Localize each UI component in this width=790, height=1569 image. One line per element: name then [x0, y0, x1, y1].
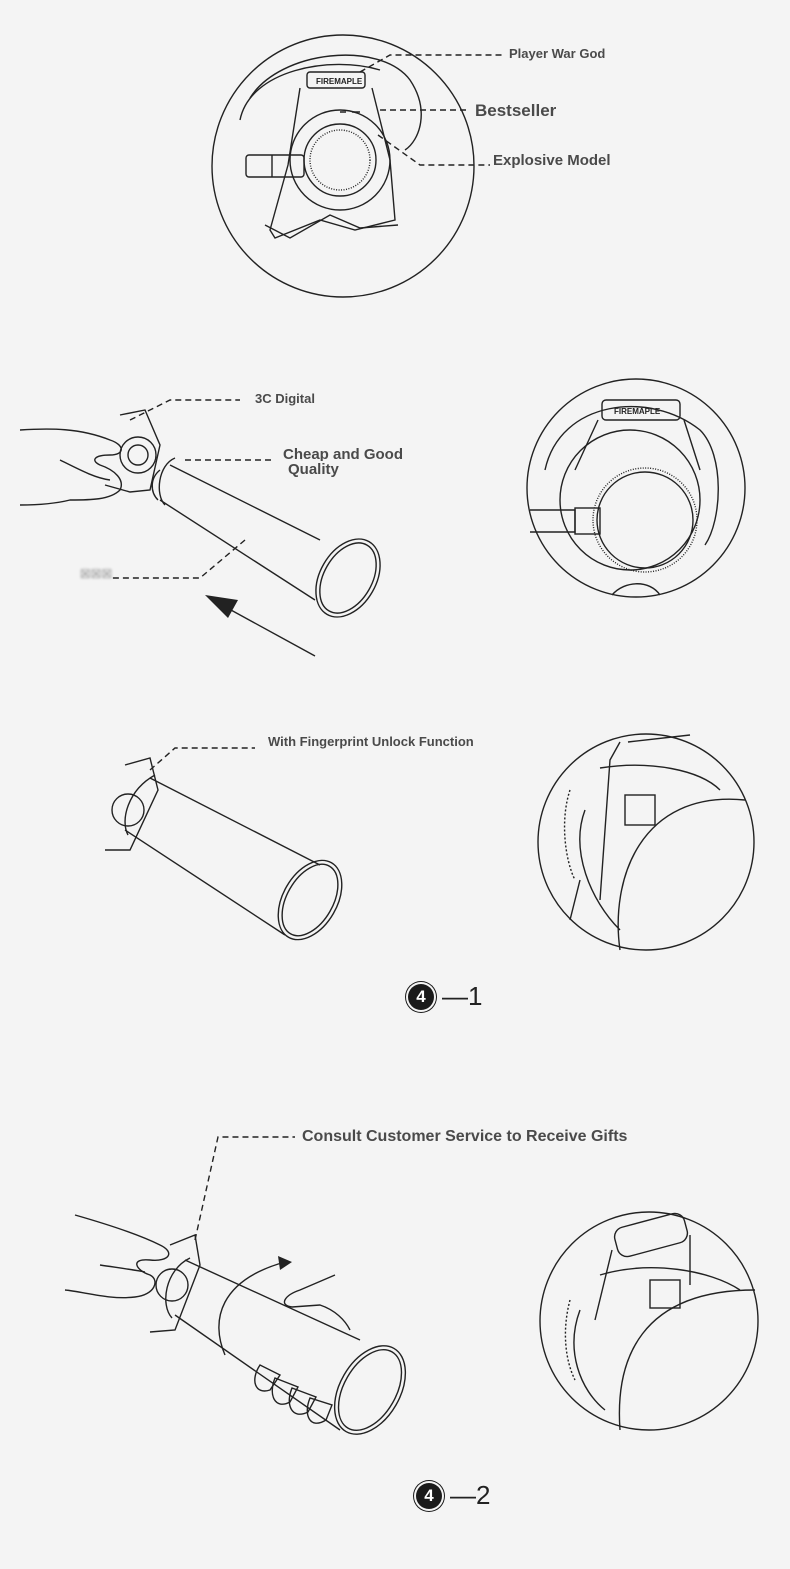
- callout-explosive-model: Explosive Model: [493, 152, 611, 169]
- canister-1: [151, 457, 381, 618]
- connector-3: [149, 1234, 201, 1333]
- connector-2: [105, 757, 159, 851]
- step-suffix-1: —1: [442, 981, 483, 1011]
- step-badge-1: 4: [408, 983, 434, 1010]
- right-detail-circle-3: [539, 1211, 759, 1431]
- top-detail-circle: [211, 34, 475, 298]
- hand-left-2: [64, 1214, 170, 1299]
- step-label-2: 4 —2: [416, 1480, 490, 1511]
- rotation-arrow: [218, 1261, 286, 1356]
- callout-3c-digital: 3C Digital: [255, 391, 315, 406]
- callout-cheap-good-line1: Cheap and Good: [283, 446, 403, 463]
- canister-3: [165, 1257, 407, 1435]
- step-suffix-2: —2: [450, 1480, 491, 1510]
- canister-2: [124, 774, 343, 941]
- blurred-label: ☒☒☒: [80, 567, 113, 581]
- step-label-1: 4 —1: [408, 981, 482, 1012]
- callout-player-war-god: Player War God: [509, 46, 606, 61]
- callout-cheap-good-line2: Quality: [288, 461, 339, 478]
- brand-text-right: FIREMAPLE: [614, 407, 661, 416]
- callout-bestseller: Bestseller: [475, 101, 557, 121]
- callout-fingerprint: With Fingerprint Unlock Function: [268, 734, 474, 749]
- brand-text-top: FIREMAPLE: [316, 77, 363, 86]
- hand-right-2: [254, 1274, 351, 1424]
- step-badge-2: 4: [416, 1482, 442, 1509]
- push-arrow: [219, 603, 316, 657]
- right-detail-circle-2: [537, 733, 755, 951]
- hand-left-1: [19, 428, 122, 506]
- callout-consult: Consult Customer Service to Receive Gift…: [302, 1128, 628, 1146]
- connector-1: [104, 409, 161, 493]
- right-detail-circle-1: [526, 378, 746, 598]
